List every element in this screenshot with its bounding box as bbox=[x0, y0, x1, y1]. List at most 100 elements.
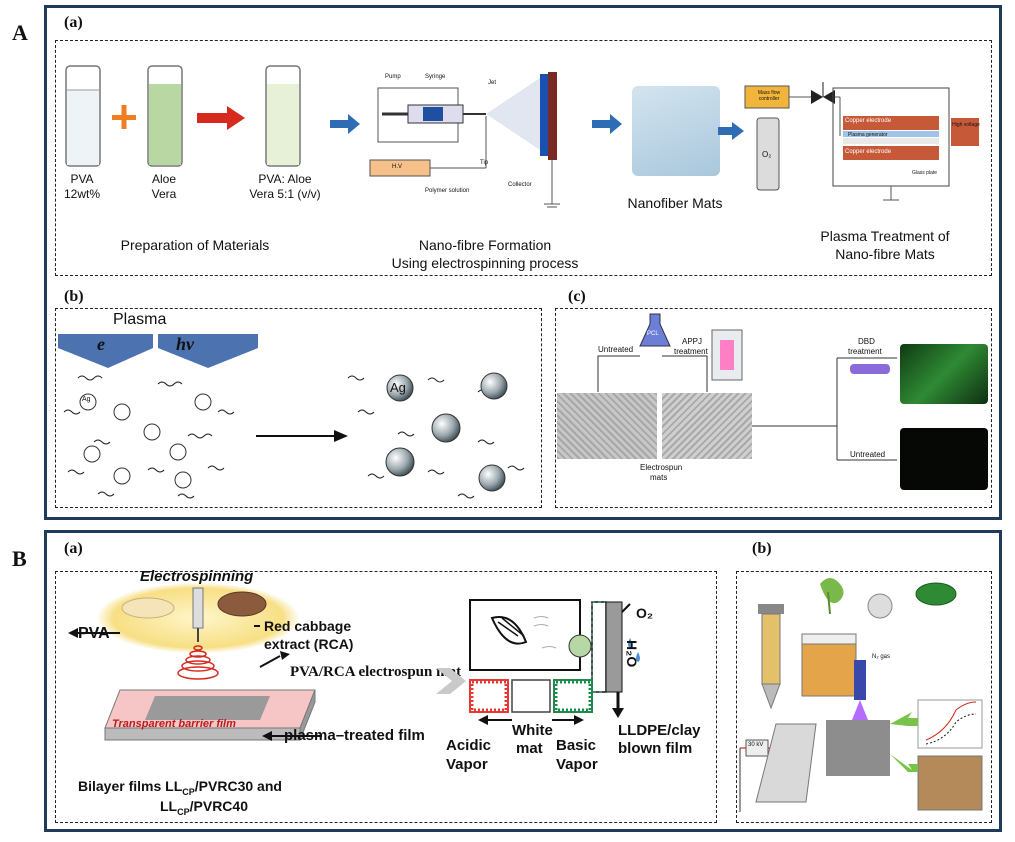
electrospinning-title: Electrospinning bbox=[140, 568, 254, 585]
appj-label-1: APPJ bbox=[682, 337, 703, 346]
mix-label-2: Vera 5:1 (v/v) bbox=[249, 187, 321, 201]
prep-caption: Preparation of Materials bbox=[120, 237, 270, 253]
panel-a-b-box bbox=[55, 308, 542, 508]
dbd-label-2: treatment bbox=[848, 347, 882, 356]
red-arrow-icon bbox=[197, 106, 245, 130]
white-label-2: mat bbox=[516, 740, 543, 757]
plasma-hv-label: High voltage bbox=[952, 122, 980, 128]
bilayer-label-line2: LLCP/PVRC40 bbox=[160, 798, 248, 817]
panel-b-letter: B bbox=[12, 546, 27, 571]
lldpe-label-1: LLDPE/clay bbox=[618, 722, 701, 739]
sem-treated-image bbox=[662, 393, 752, 459]
plasma-reactor bbox=[744, 82, 979, 201]
es-hv-label: H.V bbox=[392, 164, 403, 170]
es-syringe-label: Syringe bbox=[425, 74, 446, 80]
mix-tube bbox=[265, 65, 301, 167]
pcl-flask-icon bbox=[639, 313, 671, 347]
bilayer-text-1: Bilayer films LL bbox=[78, 778, 183, 794]
electrospun-label-1: Electrospun bbox=[640, 463, 683, 472]
es-polymer-label: Polymer solution bbox=[425, 188, 470, 194]
es-jet-label: Jet bbox=[488, 80, 497, 86]
plus-icon bbox=[112, 105, 136, 129]
appj-label-2: treatment bbox=[674, 347, 708, 356]
rca-label-2: extract (RCA) bbox=[264, 636, 354, 652]
plasma-caption-2: Nano-fibre Mats bbox=[835, 246, 935, 262]
aloe-label-2: Vera bbox=[151, 187, 177, 201]
dbd-label-1: DBD bbox=[858, 337, 875, 346]
panel-a-b-label: (b) bbox=[64, 288, 84, 305]
bilayer-label-line1: Bilayer films LLCP/PVRC30 and bbox=[78, 778, 282, 797]
panel-a-c-box bbox=[555, 308, 992, 508]
panel-a-a-label: (a) bbox=[64, 14, 83, 31]
aloe-label-1: Aloe bbox=[151, 172, 177, 186]
ag-large-label: Ag bbox=[390, 380, 406, 395]
pva-label-1: PVA bbox=[70, 172, 94, 186]
plasma-arrows bbox=[58, 334, 258, 368]
panel-a-letter: A bbox=[12, 20, 28, 45]
sem-untreated-image bbox=[557, 393, 657, 459]
fluorescence-treated-image bbox=[900, 344, 988, 404]
formation-caption-1: Nano-fibre Formation bbox=[418, 237, 552, 253]
pva-tube bbox=[65, 65, 101, 167]
pcl-label: PCL bbox=[647, 331, 659, 337]
acidic-label-2: Vapor bbox=[446, 756, 488, 773]
bilayer-sub-1: CP bbox=[182, 786, 195, 797]
pva-label-2: 12wt% bbox=[63, 187, 101, 201]
voltage-label: 30 kV bbox=[748, 742, 764, 748]
c-untreated-bottom: Untreated bbox=[850, 450, 886, 459]
n2-gas-label: N₂ gas bbox=[872, 654, 891, 660]
mix-label-1: PVA: Aloe bbox=[258, 172, 312, 186]
formation-caption-2: Using electrospinning process bbox=[391, 255, 579, 271]
fluorescence-untreated-image bbox=[900, 428, 988, 490]
bilayer-text-3: LL bbox=[160, 798, 178, 814]
electrospun-label-2: mats bbox=[650, 473, 668, 482]
barrier-label: Transparent barrier film bbox=[112, 718, 236, 730]
panel-a-c-label: (c) bbox=[568, 288, 586, 305]
blue-arrow-icon bbox=[330, 114, 360, 134]
basic-label-1: Basic bbox=[556, 737, 597, 754]
plasma-film-label: plasma–treated film bbox=[284, 727, 425, 744]
lldpe-label-2: blown film bbox=[618, 740, 693, 757]
o2-label: O₂ bbox=[636, 605, 654, 621]
panel-b-frame bbox=[44, 530, 1002, 832]
nanofiber-mat-image bbox=[632, 86, 720, 176]
electron-symbol: e bbox=[97, 334, 105, 354]
b-electrospinning-illustration bbox=[68, 587, 322, 741]
rca-label-1: Red cabbage bbox=[264, 618, 352, 634]
photon-symbol: hν bbox=[176, 334, 194, 354]
pva-arrow-label: PVA bbox=[78, 625, 110, 642]
es-collector-label: Collector bbox=[508, 182, 532, 188]
blue-arrow-icon bbox=[592, 114, 622, 134]
plasma-generator-label: Plasma generator bbox=[848, 132, 888, 138]
plasma-mfc-label: Mass flow controller bbox=[757, 90, 781, 102]
bilayer-text-2: /PVRC30 and bbox=[194, 778, 282, 794]
white-label-1: White bbox=[512, 722, 553, 739]
panel-b-b-label: (b) bbox=[752, 540, 772, 557]
plasma-title: Plasma bbox=[113, 311, 167, 328]
bilayer-text-4: /PVRC40 bbox=[189, 798, 248, 814]
ag-reaction-diagram bbox=[63, 372, 525, 499]
ag-small-label: Ag bbox=[82, 396, 91, 403]
panel-b-b-box bbox=[736, 571, 992, 823]
gray-chevron-icon bbox=[436, 668, 466, 694]
c-flow-lines bbox=[597, 329, 897, 461]
plasma-glass-label: Glass plate bbox=[912, 170, 938, 176]
es-pump-label: Pump bbox=[385, 74, 401, 80]
plasma-copper-top-label: Copper electrode bbox=[845, 118, 892, 124]
panel-b-a-box bbox=[55, 571, 717, 823]
panel-a-a-box bbox=[55, 40, 992, 276]
basic-label-2: Vapor bbox=[556, 756, 598, 773]
b-vapor-illustration bbox=[469, 599, 640, 725]
aloe-tube bbox=[147, 65, 183, 167]
plasma-copper-bottom-label: Copper electrode bbox=[845, 149, 892, 155]
bilayer-sub-2: CP bbox=[177, 806, 190, 817]
panel-b-a-label: (a) bbox=[64, 540, 83, 557]
tubes-illustration bbox=[65, 65, 301, 167]
panel-a-frame bbox=[44, 5, 1002, 520]
electrospinning-setup bbox=[369, 72, 560, 208]
plasma-o2-label: O₂ bbox=[762, 150, 772, 159]
b-b-illustration bbox=[739, 578, 983, 812]
h2o-label: H₂O bbox=[624, 640, 640, 668]
mats-caption: Nanofiber Mats bbox=[627, 195, 723, 211]
plasma-caption-1: Plasma Treatment of bbox=[820, 228, 950, 244]
